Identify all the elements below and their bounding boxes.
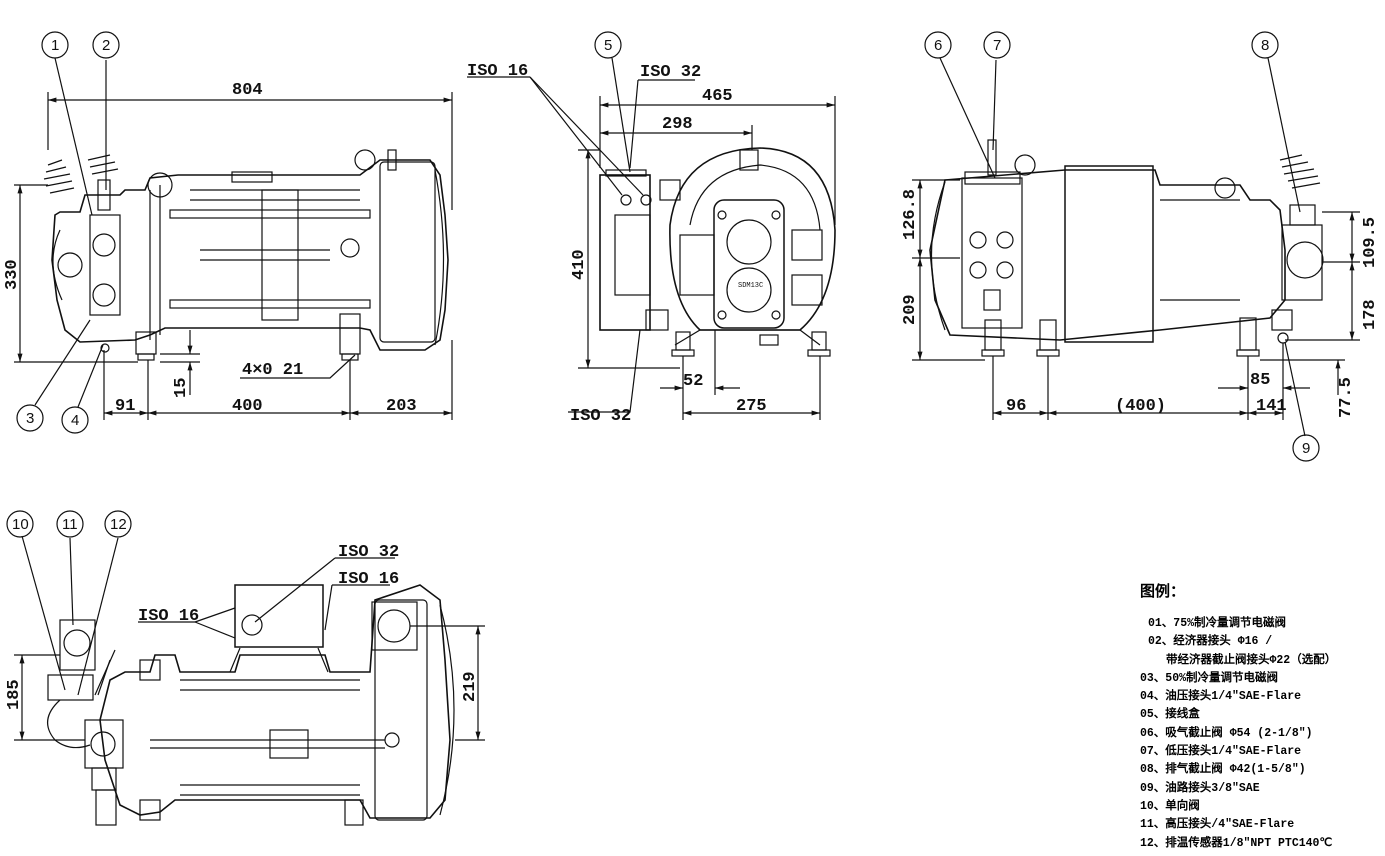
dim-left-height: 185 [5, 679, 24, 710]
callout-6-text: 6 [934, 37, 942, 54]
legend-item-11: 11、高压接头/4″SAE-Flare [1140, 818, 1295, 832]
dim-upper-height: 126.8 [901, 189, 920, 240]
legend-item-04: 04、油压接头1/4″SAE-Flare [1140, 690, 1302, 704]
dim-small-offset: 52 [683, 372, 703, 391]
dim-width: 465 [702, 87, 733, 106]
dim-end-height: 410 [570, 249, 589, 280]
callout-8 [1251, 31, 1279, 59]
callout-3-text: 3 [26, 410, 34, 427]
dim-end-foot-span: 275 [736, 397, 767, 416]
callout-7 [983, 31, 1011, 59]
callout-10 [6, 510, 34, 538]
callout-9-text: 9 [1302, 440, 1310, 457]
dim-offset-right-right: 141 [1256, 397, 1287, 416]
dim-foot-span: 400 [232, 397, 263, 416]
dim-85: 85 [1250, 371, 1270, 390]
top-view [6, 510, 485, 826]
legend-list: 01、75%制冷量调节电磁阀 02、经济器接头 Φ16 / 带经济器截止阀接头Φ… [1140, 615, 1380, 853]
callout-4 [61, 406, 89, 434]
callout-12-text: 12 [110, 516, 127, 533]
dim-lower-height: 209 [901, 294, 920, 325]
callout-7-text: 7 [993, 37, 1001, 54]
dim-right-height: 219 [461, 671, 480, 702]
port-iso32-top-label: ISO 32 [640, 63, 701, 82]
callout-5 [594, 31, 622, 59]
dim-offset-left-right: 96 [1006, 397, 1026, 416]
legend-item-06: 06、吸气截止阀 Φ54 (2-1/8″) [1140, 726, 1313, 740]
callout-11 [56, 510, 84, 538]
dim-height: 330 [3, 259, 22, 290]
callout-2-text: 2 [102, 37, 110, 54]
port-iso32-bottom-label: ISO 32 [570, 407, 631, 426]
port-iso16-label: ISO 16 [467, 62, 528, 81]
legend-item-01: 01、75%制冷量调节电磁阀 [1148, 617, 1287, 630]
legend-item-02-continued: 带经济器截止阀接头Φ22（选配） [1166, 653, 1337, 667]
callout-1 [41, 31, 69, 59]
legend-item-02: 02、经济器接头 Φ16 / [1148, 635, 1273, 649]
port-iso16-right-top-view: ISO 16 [338, 570, 399, 589]
dim-foot-span-right: (400) [1115, 397, 1166, 416]
callout-3 [16, 404, 44, 432]
mounting-holes-label: 4×0 21 [242, 361, 303, 380]
callout-1-text: 1 [51, 37, 59, 54]
compressor-body-right [929, 169, 1286, 341]
dim-foot-height: 15 [172, 378, 191, 398]
callout-5-text: 5 [604, 37, 612, 54]
legend-item-05: 05、接线盒 [1140, 708, 1200, 722]
legend: 图例： 01、75%制冷量调节电磁阀 02、经济器接头 Φ16 / 带经济器截止… [1140, 580, 1380, 853]
callout-11-text: 11 [62, 516, 78, 533]
compressor-body [51, 159, 449, 351]
callout-2 [92, 31, 120, 59]
dim-178: 178 [1361, 299, 1380, 330]
end-view [467, 31, 836, 420]
legend-item-10: 10、单向阀 [1140, 799, 1200, 813]
junction-box [599, 174, 651, 331]
port-iso32-top-view: ISO 32 [338, 543, 399, 562]
dim-overall-length: 804 [232, 81, 263, 100]
callout-12 [104, 510, 132, 538]
legend-item-09: 09、油路接头3/8″SAE [1140, 781, 1260, 795]
compressor-body-top [99, 584, 451, 819]
nameplate-text: SDM13C [738, 282, 763, 290]
callout-10-text: 10 [12, 516, 29, 533]
callout-8-text: 8 [1261, 37, 1269, 54]
dim-offset-right: 203 [386, 397, 417, 416]
legend-item-03: 03、50%制冷量调节电磁阀 [1140, 671, 1279, 685]
callout-6 [924, 31, 952, 59]
dim-offset-left: 91 [115, 397, 135, 416]
callout-9 [1292, 434, 1320, 462]
legend-item-07: 07、低压接头1/4″SAE-Flare [1140, 745, 1302, 759]
legend-item-12: 12、排温传感器1/8″NPT PTC140℃ [1140, 836, 1333, 850]
callout-4-text: 4 [71, 412, 79, 429]
dim-109: 109.5 [1361, 217, 1380, 268]
side-view-left [14, 31, 453, 434]
legend-title: 图例： [1140, 583, 1186, 600]
port-iso16-left-top-view: ISO 16 [138, 607, 199, 626]
dim-77: 77.5 [1337, 377, 1356, 418]
dim-inner-width: 298 [662, 115, 693, 134]
side-view-right [912, 31, 1360, 462]
legend-item-08: 08、排气截止阀 Φ42(1-5/8″) [1140, 763, 1306, 777]
